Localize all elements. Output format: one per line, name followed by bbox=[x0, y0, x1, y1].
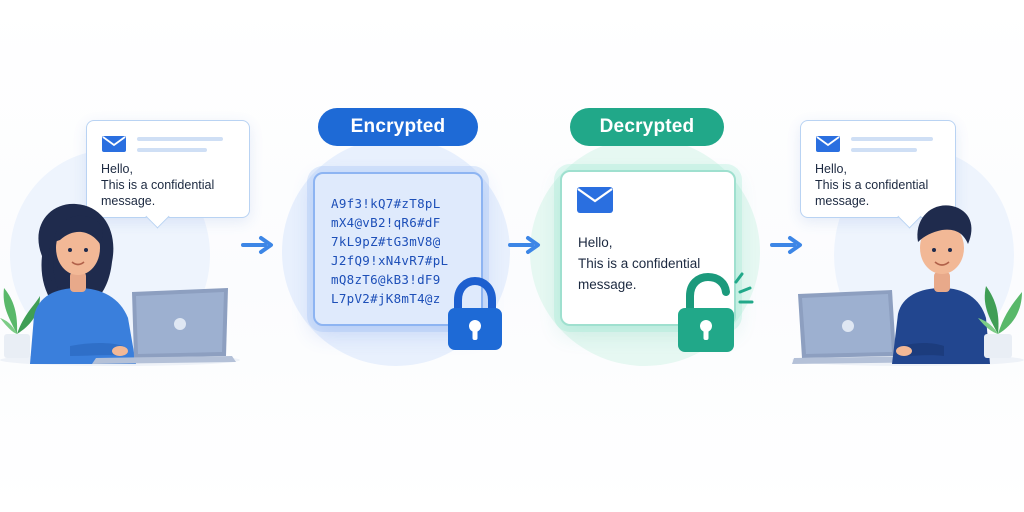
bubble-placeholder-line bbox=[851, 148, 917, 152]
bubble-placeholder-line bbox=[137, 148, 207, 152]
plant-icon bbox=[0, 288, 40, 358]
arrow-right-icon bbox=[241, 236, 273, 254]
receiver-message-bubble: Hello, This is a confidential message. bbox=[800, 120, 956, 229]
ciphertext-line: A9f3!kQ7#zT8pL bbox=[331, 196, 441, 211]
envelope-icon bbox=[102, 136, 126, 152]
padlock-unlocked-icon bbox=[678, 272, 754, 352]
envelope-icon bbox=[577, 187, 613, 213]
plant-icon bbox=[978, 286, 1022, 358]
arrow-right-icon bbox=[770, 236, 802, 254]
ciphertext-line: mQ8zT6@kB3!dF9 bbox=[331, 272, 441, 287]
laptop-icon bbox=[92, 288, 236, 364]
padlock-locked-icon bbox=[448, 276, 502, 350]
bubble-placeholder-line bbox=[137, 137, 223, 141]
ciphertext-line: 7kL9pZ#tG3mV8@ bbox=[331, 234, 441, 249]
receiver-message-text: Hello, This is a confidential message. bbox=[815, 162, 929, 208]
ciphertext-line: J2fQ9!xN4vR7#pL bbox=[331, 253, 449, 268]
decrypted-message-card: Hello, This is a confidential message. bbox=[560, 170, 736, 326]
sender-message-bubble: Hello, This is a confidential message. bbox=[86, 120, 250, 229]
arrow-right-icon bbox=[508, 236, 540, 254]
receiver-man-illustration bbox=[792, 205, 1022, 364]
sender-woman-illustration bbox=[0, 203, 236, 364]
decrypted-message-text: Hello, This is a confidential message. bbox=[578, 235, 701, 292]
sender-message-text: Hello, This is a confidential message. bbox=[101, 162, 215, 208]
ciphertext-lines: A9f3!kQ7#zT8pL mX4@vB2!qR6#dF 7kL9pZ#tG3… bbox=[331, 194, 448, 308]
bubble-placeholder-line bbox=[851, 137, 933, 141]
ciphertext-line: L7pV2#jK8mT4@z bbox=[331, 291, 441, 306]
encrypted-label: Encrypted bbox=[318, 108, 478, 146]
laptop-icon bbox=[792, 290, 946, 364]
decrypted-label: Decrypted bbox=[570, 108, 724, 146]
ciphertext-line: mX4@vB2!qR6#dF bbox=[331, 215, 441, 230]
envelope-icon bbox=[816, 136, 840, 152]
